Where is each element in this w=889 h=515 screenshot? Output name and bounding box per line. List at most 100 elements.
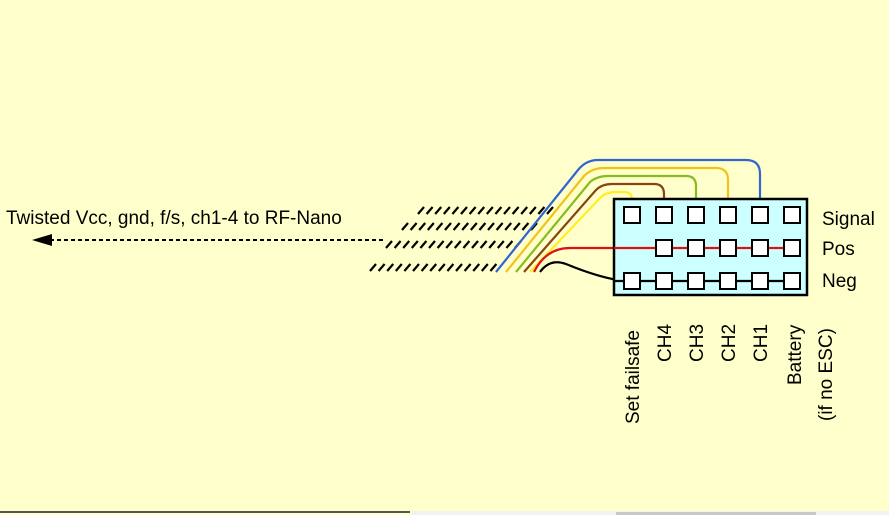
hatch-mark (520, 206, 529, 215)
hatch-mark (471, 240, 479, 249)
hatch-mark (445, 240, 454, 249)
hatch-mark (469, 222, 478, 231)
hatch-mark (462, 240, 471, 249)
hatch-mark (425, 206, 434, 215)
hatch-mark (537, 206, 546, 215)
hatch-mark (403, 263, 412, 272)
header-pin (719, 272, 737, 290)
header-pin (623, 272, 641, 290)
hatch-mark (455, 263, 463, 272)
wires (495, 158, 792, 283)
col-label-battery: Battery (785, 324, 806, 385)
wire-green (515, 174, 698, 273)
hatch-mark (419, 240, 428, 249)
col-label-set-failsafe: Set failsafe (623, 330, 644, 424)
horizontal-scrollbar-thumb[interactable] (616, 512, 816, 515)
header-pin (687, 272, 705, 290)
wire-blue (495, 158, 762, 273)
hatch-mark (453, 240, 462, 249)
hatch-mark (369, 263, 377, 272)
hatch-mark (478, 222, 487, 231)
hatch-mark (480, 263, 489, 272)
hatch-mark (489, 263, 498, 272)
cable-label: Twisted Vcc, gnd, f/s, ch1-4 to RF-Nano (6, 208, 342, 229)
wire-orange (505, 166, 730, 273)
hatch-mark (479, 240, 488, 249)
hatch-mark (460, 206, 468, 215)
header-pin (655, 272, 673, 290)
row-label-pos: Pos (822, 239, 855, 260)
row-label-neg: Neg (822, 271, 857, 292)
hatch-mark (402, 240, 411, 249)
col-label-ch4: CH4 (655, 324, 676, 362)
header-pin (751, 239, 769, 257)
header-pin (719, 206, 737, 224)
hatch-mark (386, 263, 395, 272)
col-label-ch2: CH2 (719, 324, 740, 362)
row-label-signal: Signal (822, 209, 875, 230)
hatch-mark (452, 222, 461, 231)
header-pin (783, 206, 801, 224)
hatch-mark (401, 222, 409, 231)
hatch-mark (377, 263, 386, 272)
hatch-mark (426, 222, 435, 231)
wire-brown (523, 182, 666, 273)
hatch-mark (428, 240, 436, 249)
hatch-mark (503, 206, 511, 215)
hatch-mark (420, 263, 429, 272)
hatch-mark (393, 240, 402, 249)
header-pins (623, 206, 801, 290)
hatch-mark (487, 222, 495, 231)
header-pin (783, 239, 801, 257)
arrow-head-icon (32, 234, 52, 246)
hatch-mark (512, 222, 521, 231)
hatch-mark (442, 206, 451, 215)
header-pin (751, 272, 769, 290)
hatch-mark (468, 206, 477, 215)
header-pin (751, 206, 769, 224)
hatch-mark (437, 263, 446, 272)
twisted-cable-hatching (369, 206, 554, 272)
hatch-mark (496, 240, 505, 249)
hatch-mark (546, 206, 554, 215)
hatch-mark (412, 263, 420, 272)
hatch-mark (495, 222, 504, 231)
header-pin (719, 239, 737, 257)
header-pin (783, 272, 801, 290)
header-pin (623, 206, 641, 224)
wire-red (533, 246, 792, 273)
bottom-divider (0, 511, 410, 513)
hatch-mark (410, 240, 419, 249)
hatch-mark (444, 222, 452, 231)
hatch-mark (511, 206, 520, 215)
wire-yellow (529, 190, 634, 273)
col-label-battery-note: (if no ESC) (816, 328, 837, 421)
hatch-mark (472, 263, 481, 272)
hatch-mark (436, 240, 445, 249)
hatch-mark (505, 240, 514, 249)
header-pin (655, 206, 673, 224)
hatch-mark (477, 206, 486, 215)
hatch-mark (485, 206, 494, 215)
hatch-mark (385, 240, 393, 249)
hatch-mark (429, 263, 438, 272)
hatch-mark (434, 206, 443, 215)
header-pin (687, 239, 705, 257)
col-label-ch3: CH3 (687, 324, 708, 362)
hatch-mark (451, 206, 460, 215)
hatch-mark (446, 263, 455, 272)
hatch-mark (494, 206, 503, 215)
hatch-mark (521, 222, 530, 231)
hatch-mark (435, 222, 444, 231)
header-pin (655, 239, 673, 257)
hatch-mark (417, 206, 425, 215)
hatch-mark (394, 263, 403, 272)
hatch-mark (488, 240, 497, 249)
hatch-mark (461, 222, 470, 231)
hatch-mark (528, 206, 537, 215)
hatch-mark (418, 222, 427, 231)
hatch-mark (463, 263, 472, 272)
col-label-ch1: CH1 (751, 324, 772, 362)
hatch-mark (504, 222, 513, 231)
